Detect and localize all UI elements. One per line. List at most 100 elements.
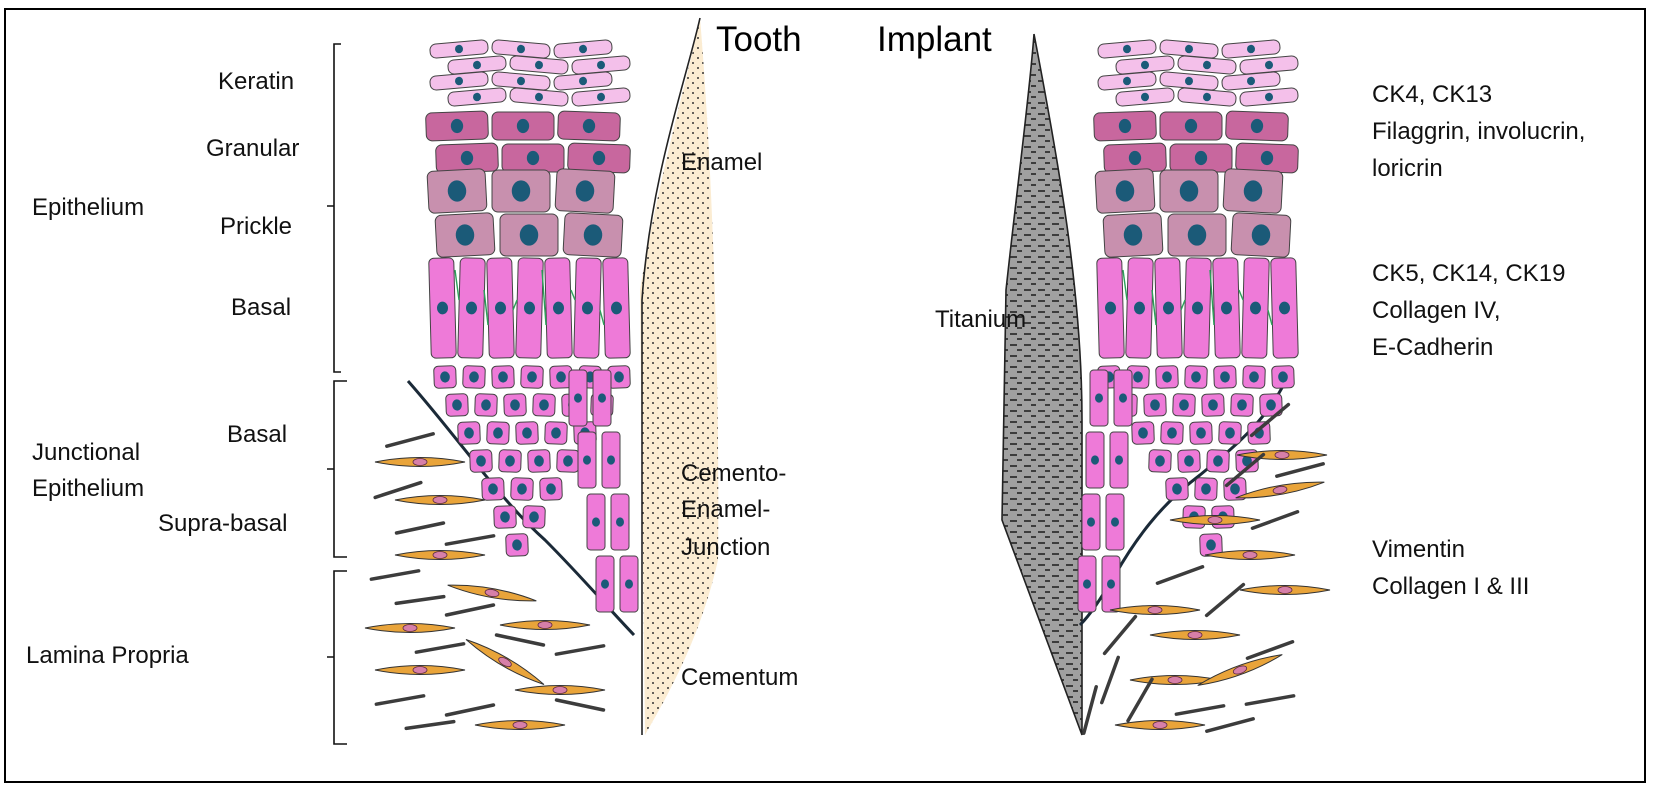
keratin-cell-nucleus [1246, 44, 1256, 54]
left-epithelial-cells [425, 39, 639, 613]
keratin-cell [571, 55, 631, 75]
junctional-cell [1165, 477, 1189, 501]
granular-cell [425, 110, 489, 142]
prickle-cell-nucleus [1123, 224, 1143, 246]
cell-junction [483, 289, 489, 326]
fibroblast-nucleus [1207, 516, 1223, 524]
keratin-cell-nucleus [1202, 60, 1212, 70]
junctional-cell [1259, 393, 1283, 417]
basal-cell-nucleus [552, 301, 565, 315]
basal-cell-nucleus [523, 301, 536, 315]
fibroblast-cell [394, 550, 486, 560]
keratin-cell [1239, 87, 1299, 107]
fibroblast-nucleus [1277, 586, 1293, 594]
junctional-cell-nucleus [556, 371, 566, 383]
junctional-cell-nucleus [1213, 455, 1223, 467]
fibroblast-nucleus [1167, 676, 1183, 684]
fibroblast-cell [374, 665, 466, 675]
basal-cell [515, 257, 544, 359]
prickle-cell [1222, 168, 1284, 214]
collagen-fiber [444, 703, 496, 717]
keratin-cell [1115, 87, 1175, 107]
junctional-cell [486, 421, 510, 445]
basal-cell [544, 257, 573, 359]
basal-cell-nucleus [1249, 301, 1262, 315]
basal-cell [486, 257, 515, 359]
keratin-cell-nucleus [1246, 76, 1256, 86]
keratin-cell-nucleus [1184, 44, 1194, 54]
fibroblast-nucleus [402, 624, 418, 632]
keratin-cell [1221, 71, 1281, 91]
keratin-cell-nucleus [578, 76, 588, 86]
junctional-cell [505, 533, 529, 557]
junctional-cell-nucleus [1278, 371, 1288, 383]
cell-junction [1180, 299, 1186, 311]
junctional-cell-nucleus [469, 371, 479, 383]
collagen-fiber [1174, 704, 1226, 716]
fibroblast-cell [1197, 654, 1283, 686]
basal-cell-nucleus [581, 301, 594, 315]
junctional-elongated-cell-nucleus [625, 579, 633, 589]
junctional-cell-nucleus [1237, 399, 1247, 411]
basal-cell [1125, 257, 1154, 359]
keratin-cell-nucleus [1122, 44, 1132, 54]
keratin-cell [1097, 39, 1157, 59]
fibroblast-nucleus [1187, 631, 1203, 639]
junctional-elongated-cell-nucleus [583, 455, 591, 465]
granular-cell-nucleus [1118, 118, 1132, 134]
basal-cell [457, 257, 486, 359]
junctional-cell-nucleus [546, 483, 556, 495]
keratin-cell-nucleus [1264, 60, 1274, 70]
tooth-enamel-pattern [640, 18, 719, 735]
granular-cell [1103, 142, 1167, 174]
junctional-cell-nucleus [1191, 371, 1201, 383]
junctional-cell [491, 365, 515, 389]
label-enamel: Enamel [681, 149, 763, 176]
collagen-fiber [494, 633, 546, 647]
junctional-elongated-cell [1113, 369, 1133, 427]
fibroblast-cell [394, 495, 486, 505]
junctional-elongated-cell [595, 555, 615, 613]
junctional-cell-nucleus [500, 511, 510, 523]
marker-group1-line3: loricrin [1372, 155, 1443, 182]
right-connective-tissue [1082, 402, 1331, 735]
right-epithelial-cells [1077, 39, 1299, 613]
fibroblast-nucleus [1147, 606, 1163, 614]
granular-cell-nucleus [516, 118, 530, 134]
keratin-cell [1239, 55, 1299, 75]
junctional-cell [498, 449, 522, 473]
junctional-elongated-cell [610, 493, 630, 551]
fibroblast-nucleus [498, 656, 512, 668]
marker-group1-line2: Filaggrin, involucrin, [1372, 118, 1586, 145]
basal-cell-nucleus [494, 301, 507, 315]
junctional-cell [462, 365, 486, 389]
collagen-fiber [1205, 717, 1255, 733]
collagen-fiber [1126, 677, 1154, 723]
junctional-cell [532, 393, 556, 417]
junctional-cell [1177, 449, 1201, 473]
junctional-cell-nucleus [452, 399, 462, 411]
prickle-cell [562, 212, 624, 258]
collagen-fiber [1100, 655, 1120, 705]
collagen-fiber [374, 694, 426, 706]
granular-cell [501, 143, 565, 173]
fibroblast-cell [499, 620, 591, 630]
fibroblast-nucleus [412, 666, 428, 674]
junctional-cell-nucleus [1172, 483, 1182, 495]
keratin-cell-nucleus [454, 44, 464, 54]
keratin-cell [429, 71, 489, 91]
keratin-cell-nucleus [1202, 92, 1212, 102]
junctional-cell-nucleus [539, 399, 549, 411]
title-implant: Implant [877, 20, 992, 59]
fibroblast-cell [1235, 481, 1325, 499]
junctional-cell-nucleus [1208, 399, 1218, 411]
junctional-cell-nucleus [1155, 455, 1165, 467]
junctional-cell-nucleus [476, 455, 486, 467]
granular-cell [435, 142, 499, 174]
junctional-elongated-cell-nucleus [1111, 517, 1119, 527]
prickle-cell-nucleus [575, 180, 595, 202]
junctional-cell [520, 365, 544, 389]
collagen-fiber [444, 603, 496, 617]
prickle-cell-nucleus [583, 224, 603, 246]
junctional-cell-nucleus [1266, 399, 1276, 411]
